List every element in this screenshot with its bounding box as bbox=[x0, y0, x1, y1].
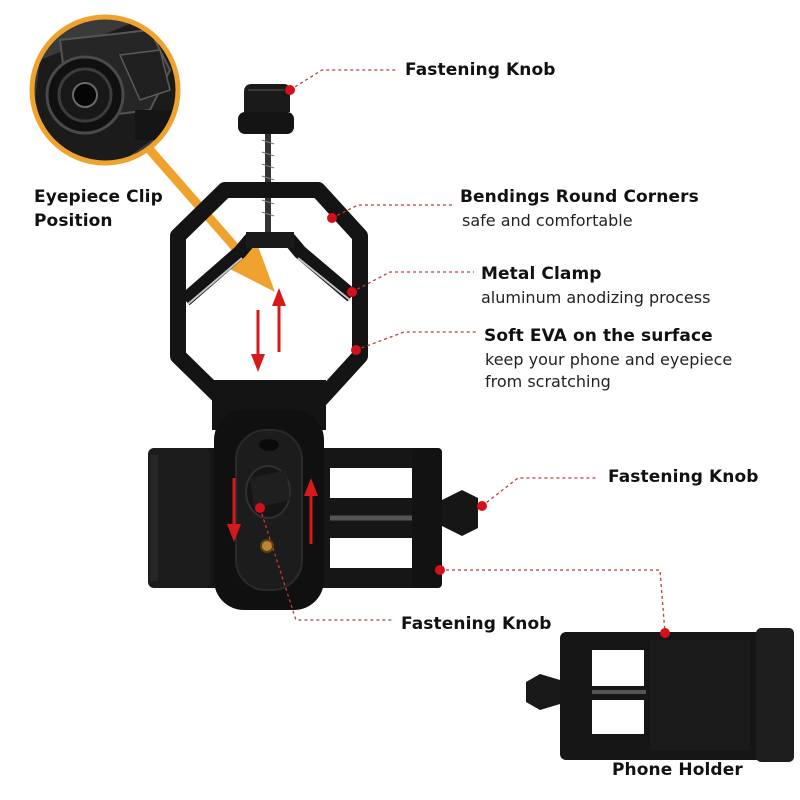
phone-holder-label: Phone Holder bbox=[612, 760, 743, 780]
top-fastening-knob-label: Fastening Knob bbox=[405, 60, 556, 80]
eyepiece-inset bbox=[29, 14, 181, 166]
callout-dots bbox=[255, 85, 670, 638]
metal-clamp-title: Metal Clamp bbox=[481, 264, 602, 284]
adapter-body bbox=[148, 380, 478, 610]
callout-dot bbox=[351, 345, 361, 355]
callout-dot bbox=[660, 628, 670, 638]
slider-adjust-arrows bbox=[227, 478, 318, 544]
round-corners-title: Bendings Round Corners bbox=[460, 187, 699, 207]
bottom-fastening-knob-label: Fastening Knob bbox=[401, 614, 552, 634]
metal-clamp-sub: aluminum anodizing process bbox=[481, 288, 711, 307]
phone-holder-part bbox=[526, 628, 794, 762]
soft-eva-title: Soft EVA on the surface bbox=[484, 326, 713, 346]
eyepiece-label-line1: Eyepiece Clip bbox=[34, 187, 163, 207]
callout-dot bbox=[347, 287, 357, 297]
clamp-adjust-arrows bbox=[251, 288, 286, 372]
leader-lines bbox=[259, 69, 666, 634]
soft-eva-sub-2: from scratching bbox=[485, 372, 611, 391]
eyepiece-label-line2: Position bbox=[34, 211, 113, 231]
callout-dot bbox=[327, 213, 337, 223]
soft-eva-sub-1: keep your phone and eyepiece bbox=[485, 350, 733, 369]
callout-dot bbox=[435, 565, 445, 575]
callout-dot bbox=[285, 85, 295, 95]
top-fastening-knob bbox=[238, 84, 294, 240]
side-fastening-knob-label: Fastening Knob bbox=[608, 467, 759, 487]
round-corners-sub: safe and comfortable bbox=[462, 211, 633, 230]
callout-dot bbox=[477, 501, 487, 511]
callout-dot bbox=[255, 503, 265, 513]
